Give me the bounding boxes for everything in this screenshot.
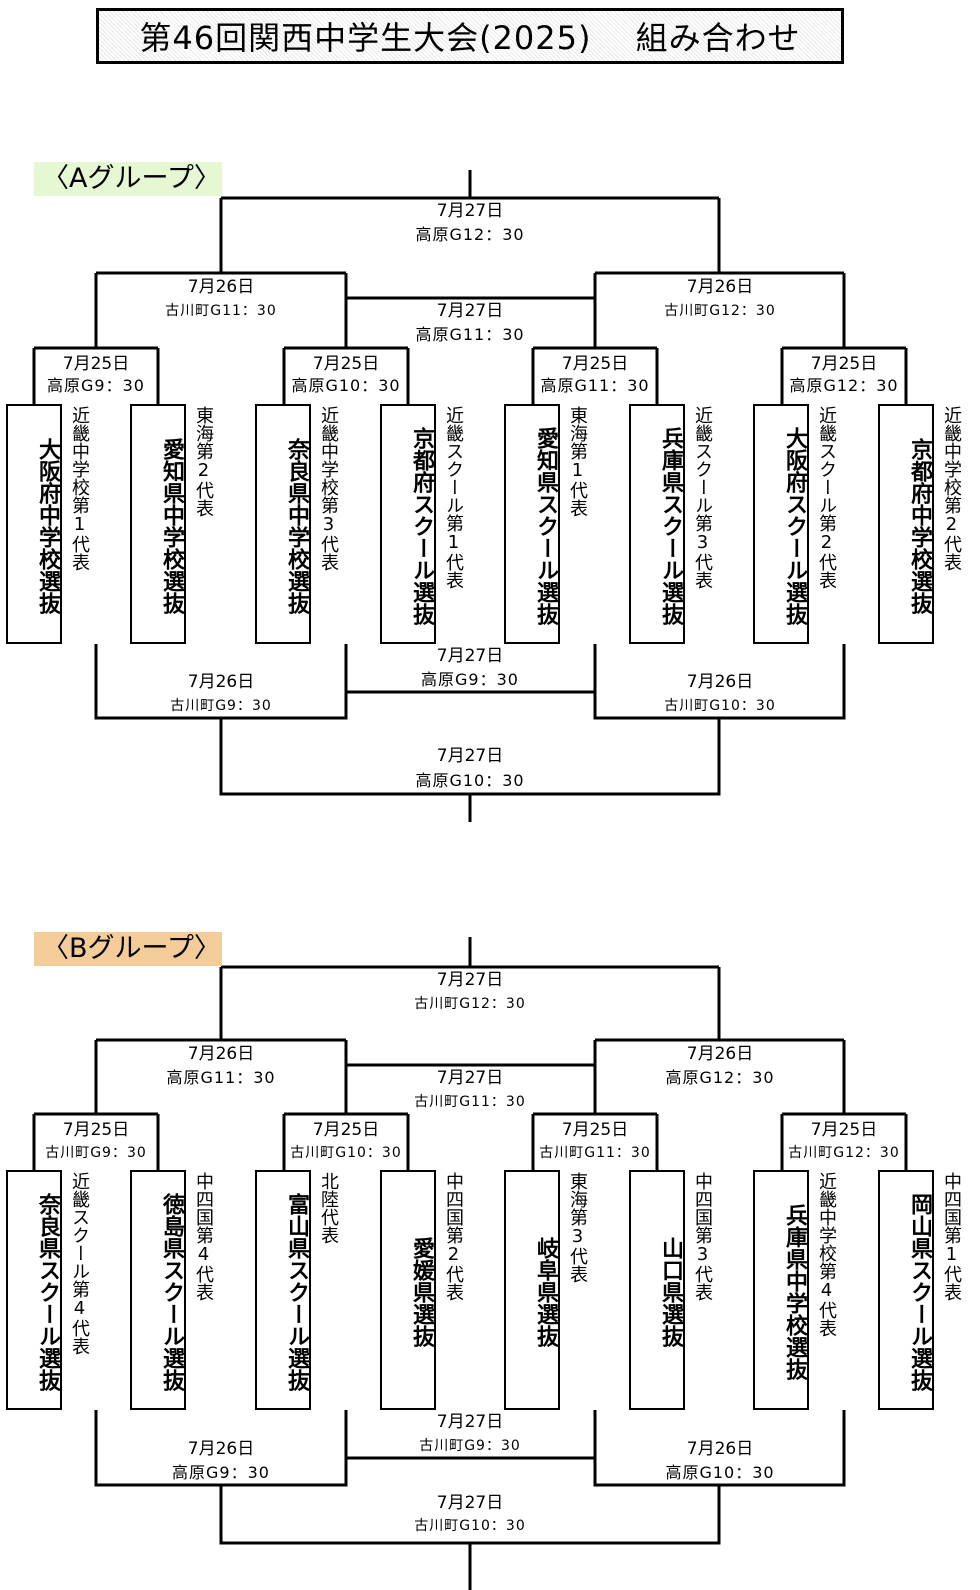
group-b-bottom-final-date: 7月27日 xyxy=(436,1493,504,1513)
group-a-r2-top-1-date: 7月26日 xyxy=(187,277,255,297)
group-b-bottom-final-venue: 古川町G10：30 xyxy=(414,1518,526,1534)
group-a-team-2: 愛知県中学校選抜 xyxy=(130,404,186,644)
group-a-r3-top-mid-date: 7月27日 xyxy=(436,301,504,321)
group-a-bottom-final-date: 7月27日 xyxy=(436,746,504,766)
group-a-r2-bottom-1-venue: 古川町G9：30 xyxy=(170,698,272,714)
group-b-team-8-rep: 中四国第1代表 xyxy=(941,1172,962,1301)
group-a-final-venue: 高原G12：30 xyxy=(415,225,525,244)
group-b-team-1: 奈良県スクール選抜 xyxy=(6,1170,62,1410)
group-a-r1-2-venue: 高原G10：30 xyxy=(291,376,401,395)
group-b-team-7-rep: 近畿中学校第4代表 xyxy=(816,1172,837,1337)
group-a-r1-3-venue: 高原G11：30 xyxy=(540,376,650,395)
group-b-team-4: 愛媛県選抜 xyxy=(380,1170,436,1410)
group-b-team-5-rep: 東海第3代表 xyxy=(567,1172,588,1283)
group-a-final-date: 7月27日 xyxy=(436,201,504,221)
group-a-team-1-rep: 近畿中学校第1代表 xyxy=(69,406,90,571)
group-b-r1-1-date: 7月25日 xyxy=(62,1120,130,1140)
group-b-team-8: 岡山県スクール選抜 xyxy=(878,1170,934,1410)
group-a-team-7: 大阪府スクール選抜 xyxy=(753,404,809,644)
group-a-r2-top-2-date: 7月26日 xyxy=(686,277,754,297)
group-b-r3-top-mid-date: 7月27日 xyxy=(436,1068,504,1088)
group-b-team-2-rep: 中四国第4代表 xyxy=(193,1172,214,1301)
group-b-final-date: 7月27日 xyxy=(436,970,504,990)
group-b-r2-bottom-2-venue: 高原G10：30 xyxy=(665,1463,775,1482)
group-a-r2-bottom-2-date: 7月26日 xyxy=(686,672,754,692)
group-a-team-3-rep: 近畿中学校第3代表 xyxy=(318,406,339,571)
group-a-team-8: 京都府中学校選抜 xyxy=(878,404,934,644)
group-a-team-1: 大阪府中学校選抜 xyxy=(6,404,62,644)
group-b-team-5: 岐阜県選抜 xyxy=(504,1170,560,1410)
group-b-r1-2-venue: 古川町G10：30 xyxy=(290,1145,402,1161)
group-a-r1-3-date: 7月25日 xyxy=(561,354,629,374)
group-b-team-2: 徳島県スクール選抜 xyxy=(130,1170,186,1410)
group-a-bottom-final-venue: 高原G10：30 xyxy=(415,771,525,790)
group-a-r2-bottom-1-date: 7月26日 xyxy=(187,672,255,692)
group-a-r2-top-1-venue: 古川町G11：30 xyxy=(165,303,277,319)
group-a-team-4-rep: 近畿スクール第1代表 xyxy=(443,406,464,589)
group-b-r2-top-1-date: 7月26日 xyxy=(187,1044,255,1064)
group-b-r2-bottom-2-date: 7月26日 xyxy=(686,1439,754,1459)
group-a-r3-bottom-mid-venue: 高原G9：30 xyxy=(421,670,519,689)
group-b-team-1-rep: 近畿スクール第4代表 xyxy=(69,1172,90,1355)
group-a-r3-top-mid-venue: 高原G11：30 xyxy=(415,325,525,344)
group-b-team-6-rep: 中四国第3代表 xyxy=(692,1172,713,1301)
group-b-r1-3-venue: 古川町G11：30 xyxy=(539,1145,651,1161)
group-b-r1-4-date: 7月25日 xyxy=(810,1120,878,1140)
group-b-r2-top-1-venue: 高原G11：30 xyxy=(166,1068,276,1087)
group-a-label: 〈Aグループ〉 xyxy=(34,162,222,196)
group-a-team-6: 兵庫県スクール選抜 xyxy=(629,404,685,644)
group-a-r1-4-venue: 高原G12：30 xyxy=(789,376,899,395)
group-b-r1-4-venue: 古川町G12：30 xyxy=(788,1145,900,1161)
group-a-r2-top-2-venue: 古川町G12：30 xyxy=(664,303,776,319)
group-b-r2-bottom-1-date: 7月26日 xyxy=(187,1439,255,1459)
page-title: 第46回関西中学生大会(2025) 組み合わせ xyxy=(96,8,844,64)
group-a-team-2-rep: 東海第2代表 xyxy=(193,406,214,517)
group-b-r3-bottom-mid-venue: 古川町G9：30 xyxy=(419,1438,521,1454)
group-b-r3-top-mid-venue: 古川町G11：30 xyxy=(414,1094,526,1110)
group-a-r1-4-date: 7月25日 xyxy=(810,354,878,374)
group-a-team-4: 京都府スクール選抜 xyxy=(380,404,436,644)
group-b-label: 〈Bグループ〉 xyxy=(34,932,222,966)
group-b-team-6: 山口県選抜 xyxy=(629,1170,685,1410)
group-a-r3-bottom-mid-date: 7月27日 xyxy=(436,646,504,666)
group-a-r1-2-date: 7月25日 xyxy=(312,354,380,374)
group-b-final-venue: 古川町G12：30 xyxy=(414,996,526,1012)
group-b-r2-top-2-venue: 高原G12：30 xyxy=(665,1068,775,1087)
group-b-r3-bottom-mid-date: 7月27日 xyxy=(436,1412,504,1432)
group-a-r1-1-date: 7月25日 xyxy=(62,354,130,374)
group-b-r1-2-date: 7月25日 xyxy=(312,1120,380,1140)
group-b-team-4-rep: 中四国第2代表 xyxy=(443,1172,464,1301)
group-a-team-3: 奈良県中学校選抜 xyxy=(255,404,311,644)
group-a-team-5-rep: 東海第1代表 xyxy=(567,406,588,517)
group-a-team-8-rep: 近畿中学校第2代表 xyxy=(941,406,962,571)
group-b-r1-1-venue: 古川町G9：30 xyxy=(45,1145,147,1161)
group-b-r1-3-date: 7月25日 xyxy=(561,1120,629,1140)
group-b-r2-top-2-date: 7月26日 xyxy=(686,1044,754,1064)
group-a-team-7-rep: 近畿スクール第2代表 xyxy=(816,406,837,589)
group-b-team-3-rep: 北陸代表 xyxy=(318,1172,339,1244)
group-a-r2-bottom-2-venue: 古川町G10：30 xyxy=(664,698,776,714)
group-a-r1-1-venue: 高原G9：30 xyxy=(47,376,145,395)
group-b-team-3: 富山県スクール選抜 xyxy=(255,1170,311,1410)
group-b-r2-bottom-1-venue: 高原G9：30 xyxy=(172,1463,270,1482)
group-a-team-6-rep: 近畿スクール第3代表 xyxy=(692,406,713,589)
group-a-team-5: 愛知県スクール選抜 xyxy=(504,404,560,644)
group-a-bracket xyxy=(32,170,908,822)
group-b-bracket xyxy=(32,937,908,1590)
group-b-team-7: 兵庫県中学校選抜 xyxy=(753,1170,809,1410)
